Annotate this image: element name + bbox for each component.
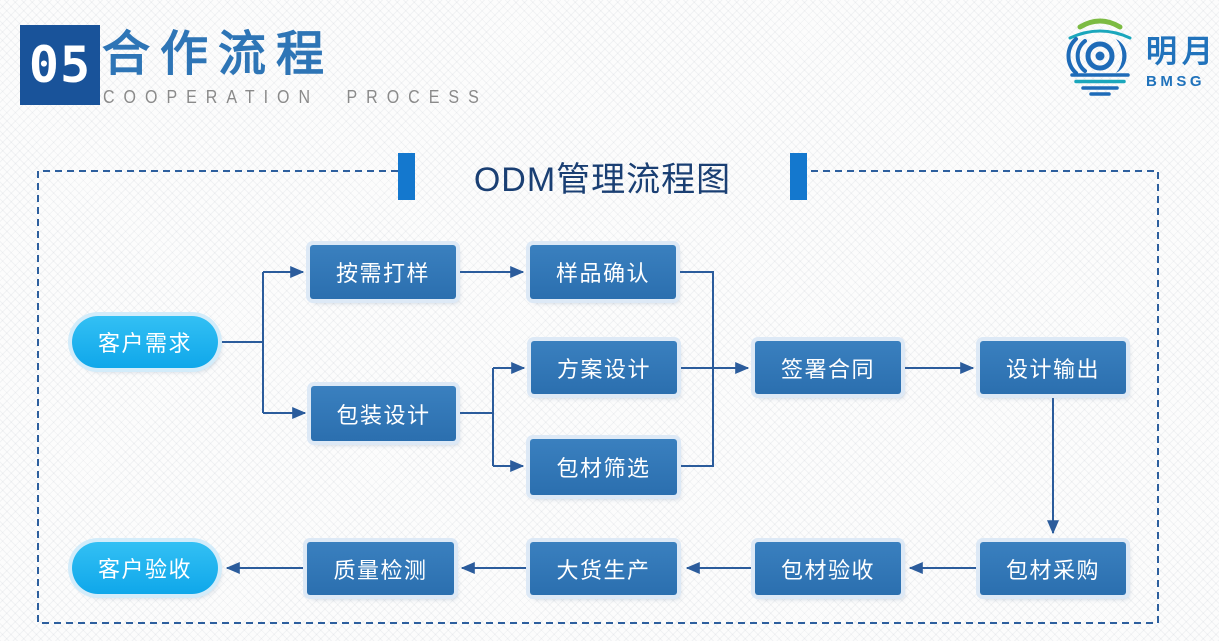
- node-material-purchase: 包材采购: [980, 542, 1126, 595]
- node-material-screening: 包材筛选: [530, 439, 677, 495]
- node-customer-demand: 客户需求: [72, 316, 218, 368]
- node-solution-design: 方案设计: [531, 341, 677, 394]
- node-packaging-design: 包装设计: [311, 386, 456, 441]
- node-quality-inspection: 质量检测: [307, 542, 454, 595]
- page-title: 合作流程: [102, 26, 335, 82]
- logo-name-zh: 明月: [1146, 34, 1218, 69]
- moon-logo-icon: [1066, 18, 1132, 96]
- node-customer-acceptance: 客户验收: [72, 542, 218, 594]
- section-number-badge: 05: [20, 25, 100, 105]
- title-accent-bar-right: [790, 152, 807, 200]
- node-sample-confirm: 样品确认: [530, 245, 676, 299]
- flowchart-panel-border: [37, 170, 1159, 624]
- page-subtitle: COOPERATION PROCESS: [103, 88, 488, 108]
- logo-name-en: BMSG: [1146, 73, 1205, 90]
- title-accent-bar-left: [398, 152, 415, 200]
- node-sample-on-demand: 按需打样: [310, 245, 456, 299]
- node-sign-contract: 签署合同: [755, 341, 901, 394]
- company-logo: 明月 BMSG: [1058, 10, 1218, 100]
- node-design-output: 设计输出: [980, 341, 1126, 394]
- node-material-acceptance: 包材验收: [755, 542, 901, 595]
- diagram-title-block: ODM管理流程图: [398, 152, 807, 200]
- diagram-title: ODM管理流程图: [473, 160, 732, 199]
- node-mass-production: 大货生产: [530, 542, 677, 595]
